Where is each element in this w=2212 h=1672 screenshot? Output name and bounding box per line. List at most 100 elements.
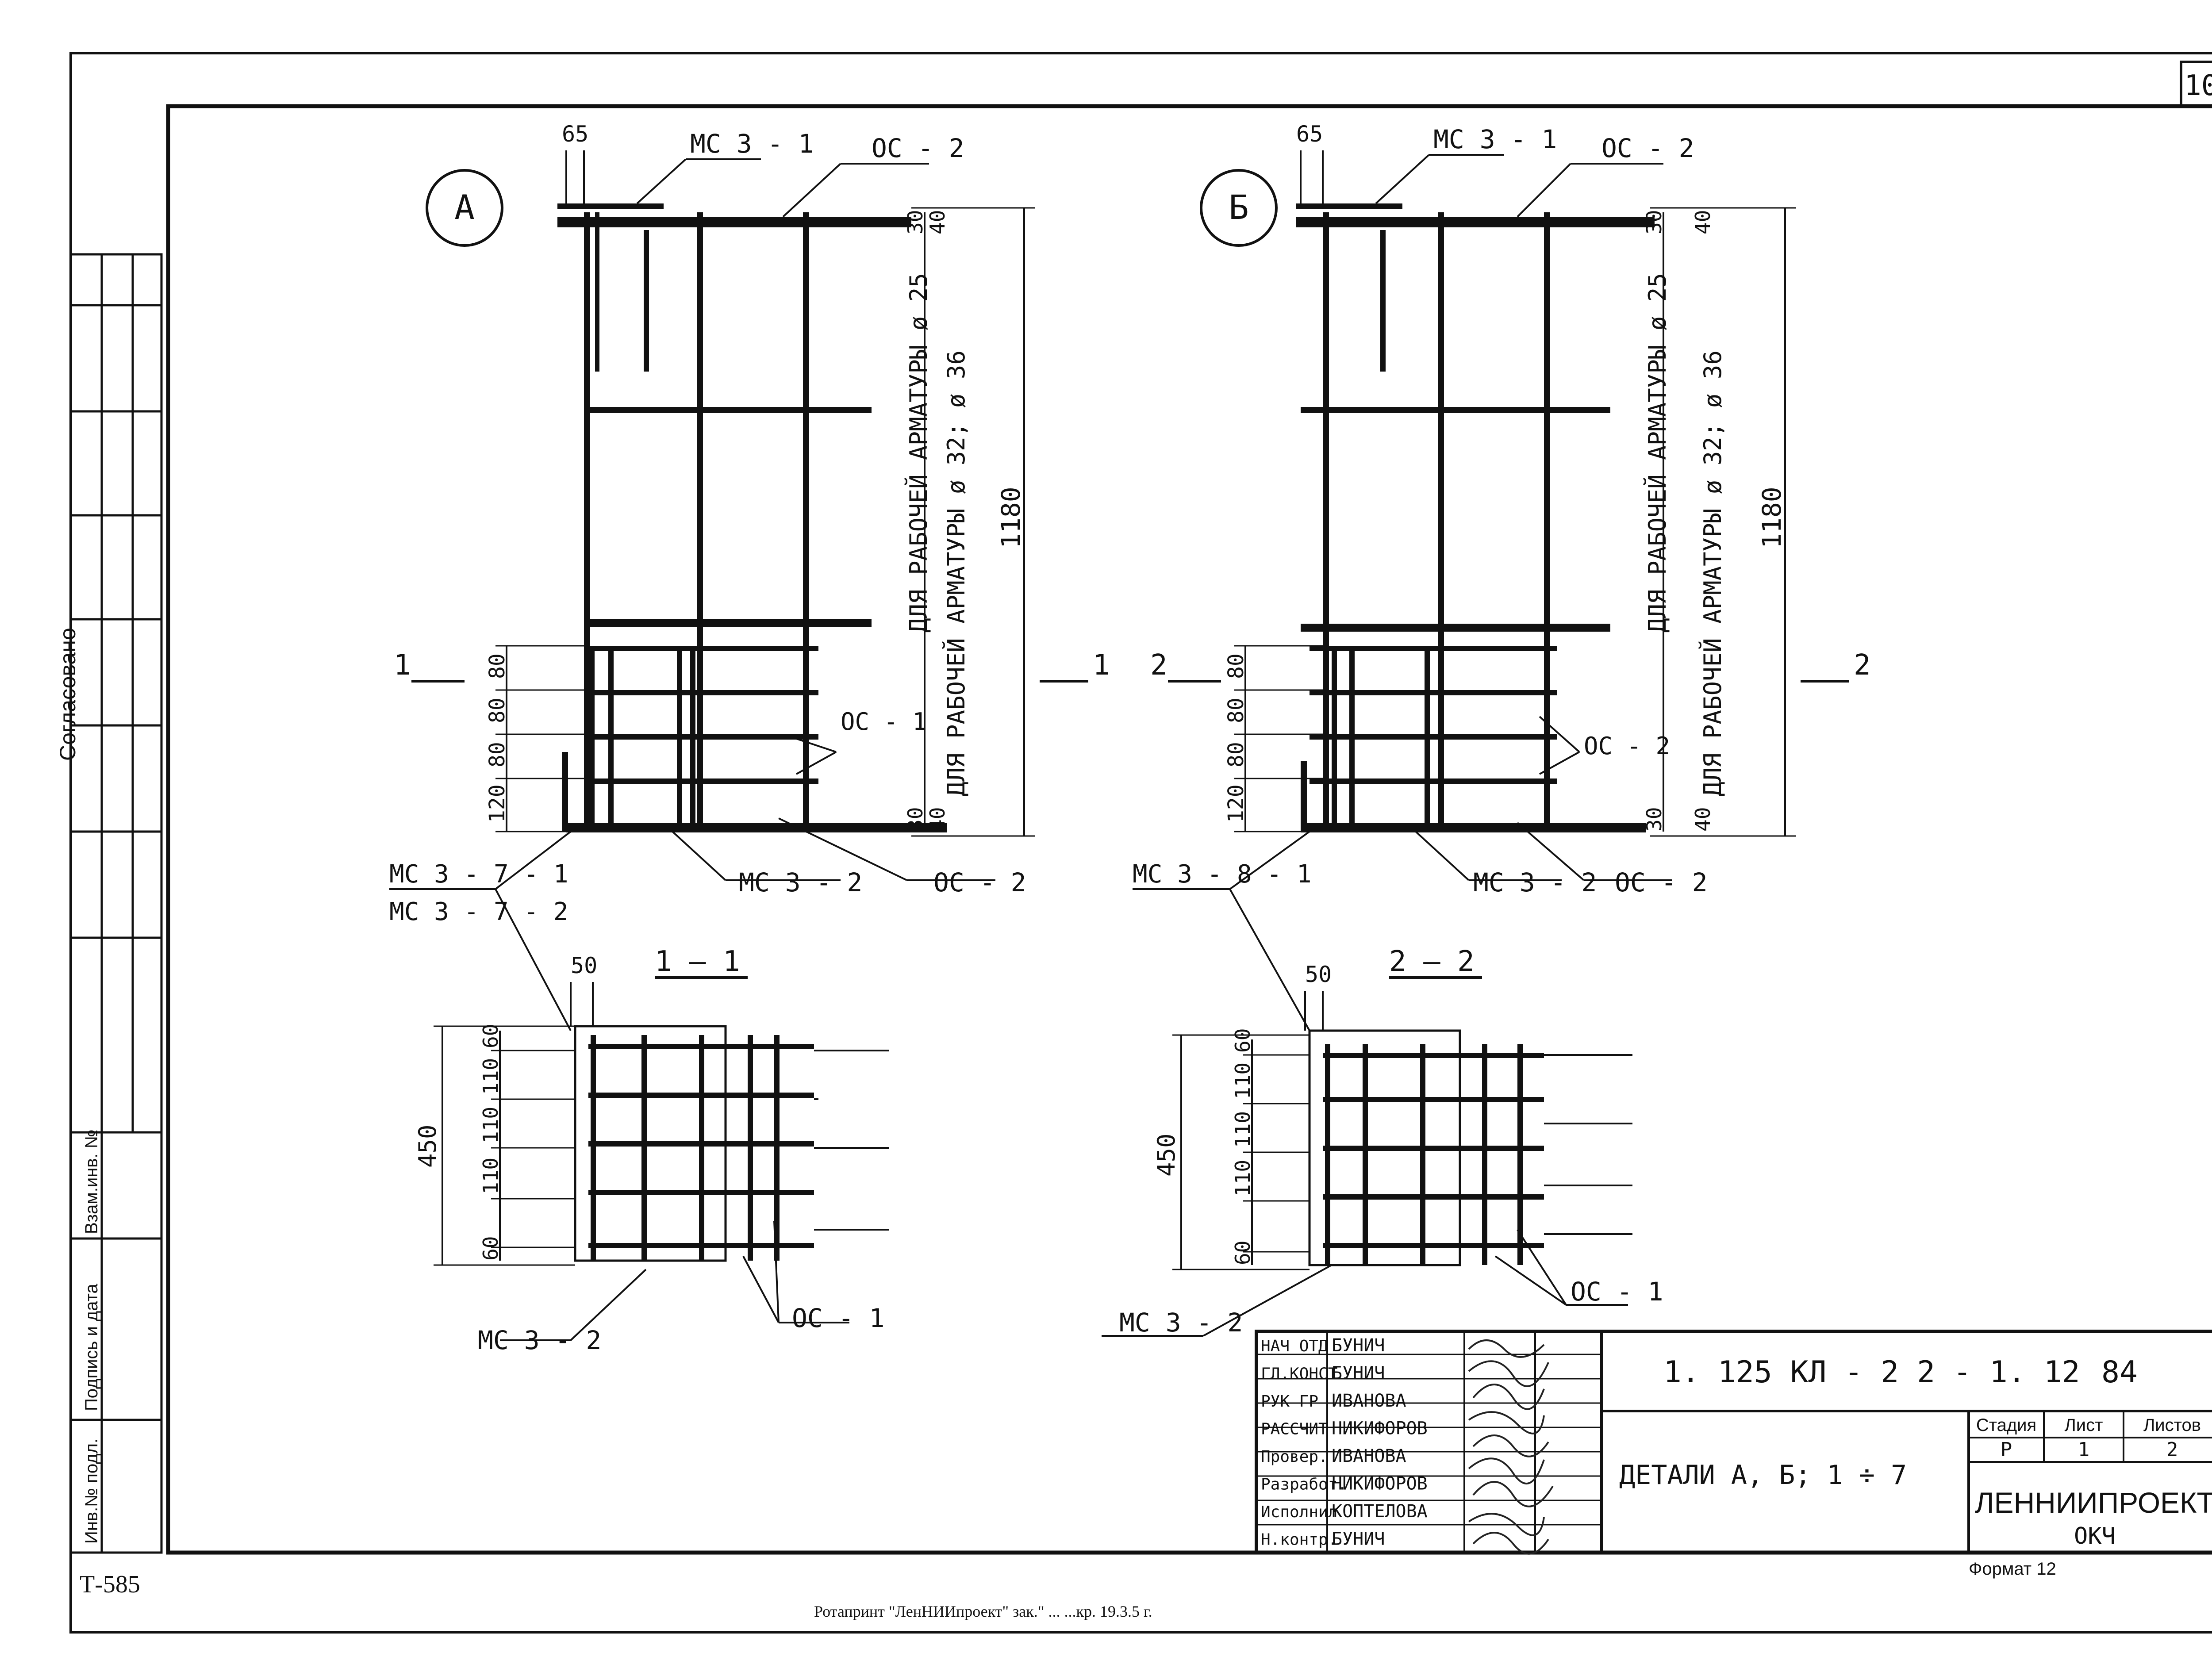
document-code: 1. 125 КЛ - 2 2 - 1. 12 [1663,1355,2080,1390]
section-1-label-mesh: МС 3 - 2 [478,1325,601,1355]
detail-b-height: 1180 [1757,487,1787,548]
sheet-number-box [2180,61,2212,107]
label-replace-inv: Взам.инв. № [82,1129,101,1234]
title-block-name: БУНИЧ [1332,1363,1385,1384]
section-2-dim-5: 60 [1231,1241,1255,1265]
print-line: Ротапринт "ЛенНИИпроект" зак." ... ...кр… [814,1603,1152,1620]
detail-a-dim-top-outer: 40 [926,210,949,234]
bottom-left-code: Т-585 [80,1571,140,1598]
title-block-names: БУНИЧ БУНИЧ ИВАНОВА НИКИФОРОВ ИВАНОВА НИКИФОР… [1332,1335,1428,1549]
section-1-dim-2: 110 [479,1058,503,1095]
section-1-1 [434,976,889,1341]
sheets-value: 2 [2166,1438,2178,1461]
detail-a-note-2: ДЛЯ РАБОЧЕЙ АРМАТУРЫ ø 32; ø 36 [942,350,970,796]
label-inv-original: Инв.№ подл. [82,1438,101,1544]
detail-a-mid-rods: ОС - 1 [841,708,927,736]
detail-a-dim-left-3: 80 [485,742,510,767]
section-1-label-rods: ОС - 1 [792,1303,885,1333]
detail-b-dim-left-2: 80 [1224,698,1248,723]
detail-b-top-rod: ОС - 2 [1601,133,1694,163]
title-block-role: РУК ГР [1261,1392,1318,1411]
detail-b-mid-rods: ОС - 2 [1584,732,1670,760]
title-block-name: ИВАНОВА [1332,1391,1406,1411]
section-2-total: 450 [1152,1133,1180,1177]
detail-b-marker: Б [1229,188,1249,227]
section-1-dim-4: 110 [479,1158,503,1194]
detail-a-offset: 65 [562,121,588,147]
detail-b-dim-bottom-outer: 40 [1691,807,1715,832]
section-2-dim-2: 110 [1231,1062,1255,1099]
detail-b-dim-bottom-inner: 30 [1642,807,1666,832]
detail-a-note-1: ДЛЯ РАБОЧЕЙ АРМАТУРЫ ø 25 [905,273,933,633]
detail-b [1133,150,1849,1031]
detail-b-side-mesh-1: МС 3 - 8 - 1 [1133,860,1312,889]
section-2-label-mesh: МС 3 - 2 [1119,1308,1243,1338]
label-sign-date: Подпись и дата [82,1284,101,1411]
detail-a-bottom-mesh: МС 3 - 2 [739,867,862,897]
detail-b-dim-left-1: 80 [1224,653,1248,679]
stage-value: Р [2001,1438,2012,1461]
section-2-dim-3: 110 [1231,1111,1255,1148]
section-2-offset: 50 [1305,962,1332,987]
sheets-header: Листов [2143,1415,2201,1435]
detail-a-dim-bottom-outer: 40 [926,807,949,832]
detail-b-note-2: ДЛЯ РАБОЧЕЙ АРМАТУРЫ ø 32; ø 36 [1699,350,1727,796]
code-suffix: 84 [2101,1355,2138,1390]
detail-a-section-right: 1 [1093,649,1110,682]
title-block-name: КОПТЕЛОВА [1332,1501,1428,1522]
stage-header: Стадия [1976,1415,2036,1435]
frame [69,52,2212,1634]
detail-a-section-left: 1 [394,649,411,682]
drawing-title: ДЕТАЛИ А, Б; 1 ÷ 7 [1619,1460,1907,1491]
detail-b-offset: 65 [1296,121,1323,147]
detail-b-bottom-mesh: МС 3 - 2 [1473,867,1597,897]
detail-b-bottom-rod: ОС - 2 [1615,867,1708,897]
sheet-header: Лист [2065,1415,2103,1435]
detail-b-marker-circle [1200,169,1278,247]
title-block-name: НИКИФОРОВ [1332,1419,1428,1439]
title-block-role: Н.контр. [1261,1531,1337,1549]
detail-a-height: 1180 [996,487,1026,548]
detail-a [389,150,1088,1031]
title-block-name: БУНИЧ [1332,1335,1385,1356]
detail-a-side-mesh-2: МС 3 - 7 - 2 [389,897,568,926]
detail-a-top-rod: ОС - 2 [872,133,964,163]
section-1-title: 1 — 1 [655,945,740,978]
detail-b-dim-left-3: 80 [1224,742,1248,767]
detail-b-dim-left-4: 120 [1224,784,1248,823]
sheet-number: 106 [2184,69,2212,102]
detail-a-marker: А [454,188,475,227]
detail-a-top-mesh: МС 3 - 1 [690,129,814,159]
detail-b-dim-top-inner: 30 [1642,210,1666,234]
section-1-total: 450 [414,1124,442,1168]
title-block-role: ГЛ.КОНСТ [1261,1365,1337,1383]
detail-a-dim-left-4: 120 [485,784,510,823]
detail-b-dim-top-outer: 40 [1691,210,1715,234]
inner-border [166,104,2212,1555]
title-block-name: НИКИФОРОВ [1332,1474,1428,1494]
detail-a-dim-left-2: 80 [485,698,510,723]
department: ОКЧ [2074,1523,2116,1549]
left-margin-stamp [69,253,163,1554]
title-block-role: НАЧ ОТД [1261,1337,1328,1355]
detail-a-dim-top-inner: 30 [903,210,927,234]
section-2-2 [1102,976,1632,1337]
outer-border [69,52,2212,1634]
title-block-role: Разработ. [1261,1476,1347,1494]
title-block [1255,1330,2212,1554]
detail-b-top-mesh: МС 3 - 1 [1433,124,1557,154]
detail-a-dim-left-1: 80 [485,653,510,679]
section-2-title: 2 — 2 [1389,945,1475,978]
section-2-dim-4: 110 [1231,1160,1255,1196]
section-2-dim-1: 60 [1231,1028,1255,1053]
title-block-name: ИВАНОВА [1332,1446,1406,1466]
organization: ЛЕННИИПРОЕКТ [1975,1486,2212,1519]
detail-a-marker-circle [426,169,503,247]
label-agreed: Согласовано [55,628,80,761]
detail-b-section-left: 2 [1150,649,1167,682]
detail-b-section-right: 2 [1854,649,1871,682]
section-1-dim-5: 60 [479,1236,503,1261]
title-block-role: Исполнил [1261,1503,1337,1521]
